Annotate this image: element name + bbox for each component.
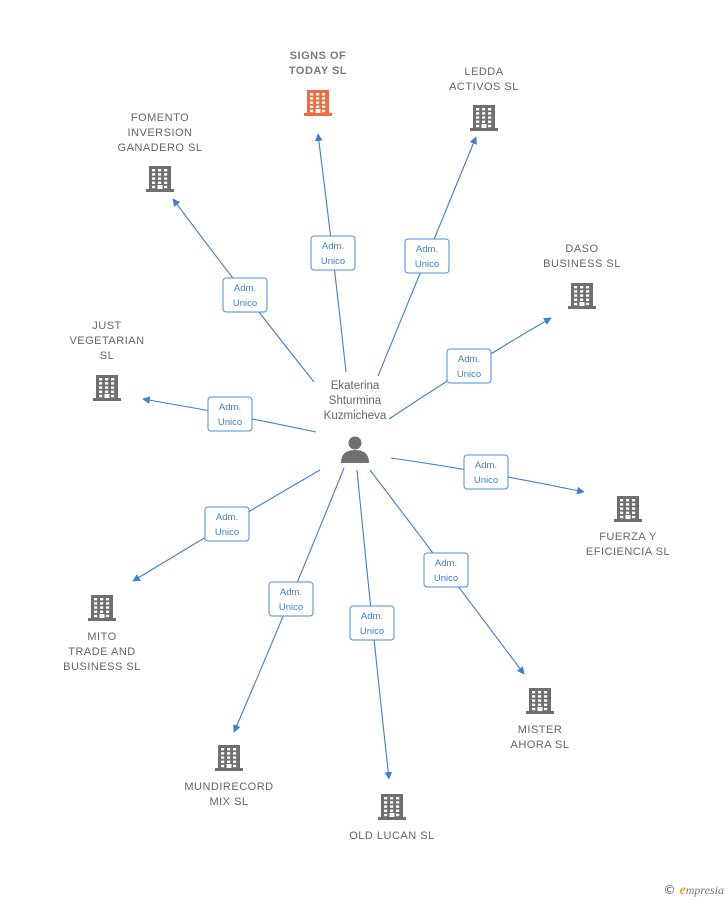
edge-label-line: Adm. — [435, 558, 457, 569]
edge-label-line: Unico — [360, 626, 384, 637]
building-icon — [614, 496, 642, 522]
edge-label-line: Unico — [434, 573, 458, 584]
edge-label-adm-unico: Adm. Unico — [204, 506, 250, 542]
company-node-old-lucan[interactable]: OLD LUCAN SL — [349, 794, 434, 842]
edge-label-line: Unico — [218, 417, 242, 428]
company-name-line: FUERZA Y — [599, 531, 657, 543]
edge-label-line: Adm. — [219, 402, 241, 413]
brand-logo-initial: e — [679, 883, 686, 898]
edge-label-adm-unico: Adm. Unico — [463, 454, 509, 490]
edge-label-line: Unico — [233, 298, 257, 309]
company-node-ledda-activos[interactable]: LEDDA ACTIVOS SL — [449, 66, 519, 131]
company-node-signs-of-today[interactable]: SIGNS OF TODAY SL — [289, 50, 347, 116]
edge-label-line: Unico — [321, 256, 345, 267]
edge-label-box — [204, 506, 250, 542]
edge-label-box — [207, 396, 253, 432]
edge-label-adm-unico: Adm. Unico — [268, 581, 314, 617]
company-name-line: SL — [100, 350, 114, 362]
brand-name: mpresia — [685, 883, 724, 897]
company-name-line: MITO — [87, 631, 116, 643]
company-node-mister-ahora[interactable]: MISTER AHORA SL — [510, 688, 569, 751]
building-icon — [93, 375, 121, 401]
company-name-line: MISTER — [518, 724, 563, 736]
edge-label-adm-unico: Adm. Unico — [423, 552, 469, 588]
edge-label-box — [463, 454, 509, 490]
edge-label-line: Adm. — [234, 283, 256, 294]
building-icon — [146, 166, 174, 192]
company-name-line: JUST — [92, 320, 122, 332]
building-icon — [568, 283, 596, 309]
company-name-line: VEGETARIAN — [69, 335, 144, 347]
edge-label-box — [446, 348, 492, 384]
edge-label-adm-unico: Adm. Unico — [349, 605, 395, 641]
company-name-line: MIX SL — [209, 796, 248, 808]
company-name-line: INVERSION — [127, 127, 192, 139]
edge-label-line: Adm. — [458, 354, 480, 365]
company-name-line: FOMENTO — [131, 112, 189, 124]
company-name-line: BUSINESS SL — [63, 661, 141, 673]
company-name-line: MUNDIRECORD — [184, 781, 273, 793]
company-name-line: DASO — [565, 243, 598, 255]
edge-label-line: Unico — [457, 369, 481, 380]
edge-label-adm-unico: Adm. Unico — [310, 235, 356, 271]
copyright-icon: © — [663, 883, 676, 897]
building-icon — [378, 794, 406, 820]
company-name-line: OLD LUCAN SL — [349, 830, 434, 842]
edge-label-line: Unico — [279, 602, 303, 613]
edge-label-line: Adm. — [280, 587, 302, 598]
edge-label-line: Unico — [415, 259, 439, 270]
company-node-fomento-inversion-ganadero[interactable]: FOMENTO INVERSION GANADERO SL — [118, 112, 203, 192]
edge-label-adm-unico: Adm. Unico — [207, 396, 253, 432]
company-name-line: GANADERO SL — [118, 142, 203, 154]
company-name-line: TRADE AND — [68, 646, 135, 658]
person-name-line: Shturmina — [329, 395, 382, 407]
edge-label-line: Adm. — [361, 611, 383, 622]
edge-label-adm-unico: Adm. Unico — [404, 238, 450, 274]
person-name-line: Kuzmicheva — [324, 410, 387, 422]
building-icon — [215, 745, 243, 771]
building-icon — [88, 595, 116, 621]
company-name-line: AHORA SL — [510, 739, 569, 751]
edge-label-line: Unico — [474, 475, 498, 486]
building-icon — [526, 688, 554, 714]
company-name-line: ACTIVOS SL — [449, 81, 519, 93]
edge-label-line: Adm. — [416, 244, 438, 255]
edge-label-line: Unico — [215, 527, 239, 538]
edge-label-box — [423, 552, 469, 588]
edge-label-box — [222, 277, 268, 313]
person-icon — [341, 436, 369, 463]
building-icon — [470, 105, 498, 131]
company-name-line: SIGNS OF — [290, 50, 347, 62]
edge-label-line: Adm. — [322, 241, 344, 252]
edge-label-adm-unico: Adm. Unico — [446, 348, 492, 384]
company-node-daso-business[interactable]: DASO BUSINESS SL — [543, 243, 621, 309]
company-name-line: TODAY SL — [289, 65, 347, 77]
company-name-line: LEDDA — [464, 66, 503, 78]
edge-label-box — [268, 581, 314, 617]
company-node-just-vegetarian[interactable]: JUST VEGETARIAN SL — [69, 320, 144, 401]
company-node-fuerza-y-eficiencia[interactable]: FUERZA Y EFICIENCIA SL — [586, 496, 670, 558]
edge-label-box — [310, 235, 356, 271]
edge-label-line: Adm. — [475, 460, 497, 471]
company-node-mundirecord-mix[interactable]: MUNDIRECORD MIX SL — [184, 745, 273, 808]
brand-footer: ©empresia — [664, 883, 724, 899]
edge-label-adm-unico: Adm. Unico — [222, 277, 268, 313]
edge-label-box — [404, 238, 450, 274]
company-node-mito-trade-and-business[interactable]: MITO TRADE AND BUSINESS SL — [63, 595, 141, 673]
company-name-line: BUSINESS SL — [543, 258, 621, 270]
edge-label-line: Adm. — [216, 512, 238, 523]
building-icon — [304, 90, 332, 116]
person-name-line: Ekaterina — [331, 380, 380, 392]
company-name-line: EFICIENCIA SL — [586, 546, 670, 558]
edge-label-box — [349, 605, 395, 641]
